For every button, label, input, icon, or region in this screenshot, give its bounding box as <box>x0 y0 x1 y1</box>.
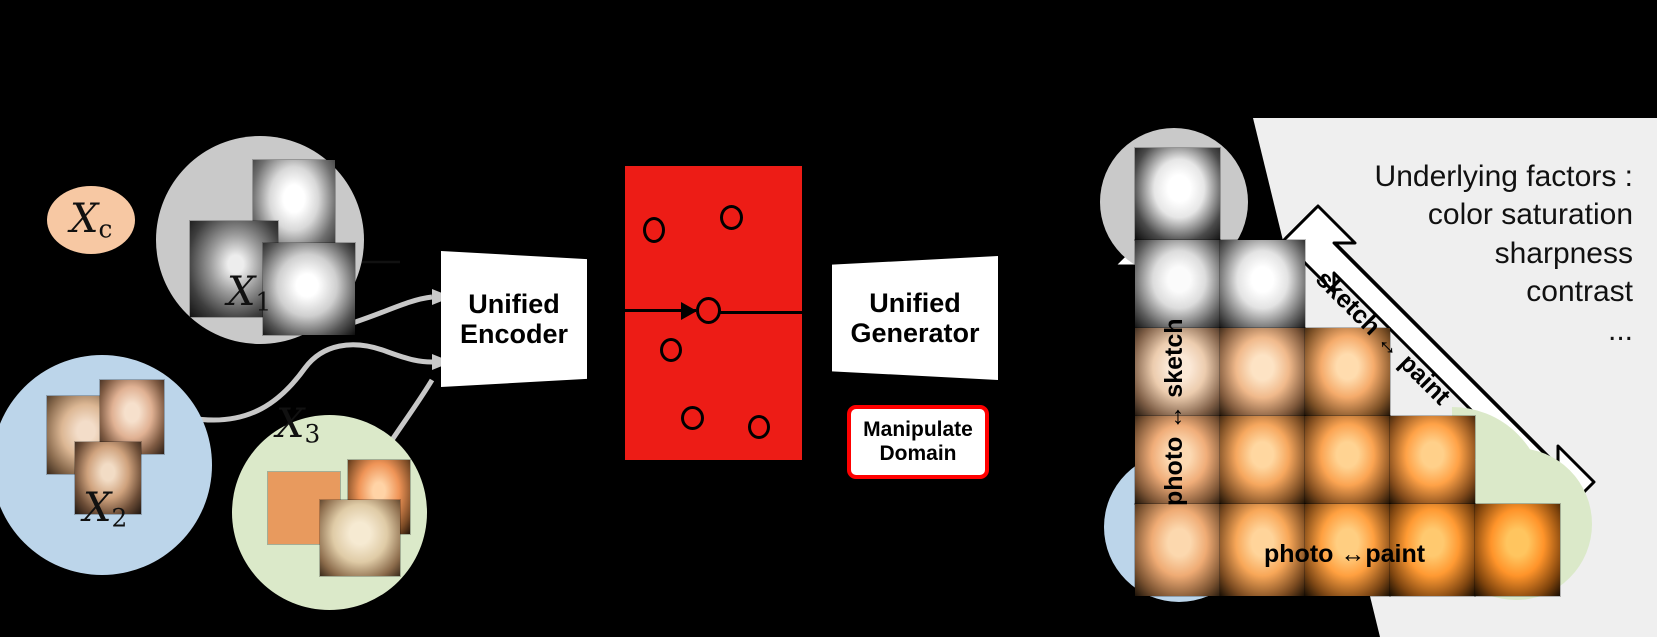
manipulate-line-2: Domain <box>879 442 957 465</box>
result-cell-r5c5 <box>1475 504 1560 596</box>
factors-item-1: sharpness <box>1494 236 1633 270</box>
label-x: X <box>83 485 112 531</box>
axis-label-photo-sketch: photo ↔ sketch <box>1160 318 1188 506</box>
result-cell-r4c1 <box>1135 416 1220 504</box>
result-cell-r4c2 <box>1220 416 1305 504</box>
result-cell-r5c4 <box>1390 504 1475 596</box>
face-photo-2 <box>100 380 164 454</box>
result-cell-r5c1 <box>1135 504 1220 596</box>
label-x: X <box>276 401 305 447</box>
result-cell-r3c2 <box>1220 328 1305 416</box>
result-cell-r4c4 <box>1390 416 1475 504</box>
latent-point <box>681 406 704 430</box>
generator-line-1: Unified <box>869 287 961 318</box>
manipulate-line-1: Manipulate <box>863 417 973 441</box>
axis-label-photo-paint: photo ↔paint <box>1264 540 1426 568</box>
domain-label-x3: X3 <box>276 404 320 447</box>
result-cell-r4c3 <box>1305 416 1390 504</box>
factors-item-0: color saturation <box>1427 198 1633 232</box>
latent-point-selected <box>696 297 721 324</box>
label-sub: 2 <box>111 503 128 533</box>
result-cell-r5c3 <box>1305 504 1390 596</box>
traversal-line-right <box>718 311 803 314</box>
result-cell-r2c2 <box>1220 240 1305 328</box>
label-x: X <box>70 196 99 242</box>
label-sub: 1 <box>255 287 272 317</box>
result-cell-r2c1 <box>1135 240 1220 328</box>
factors-item-2: contrast <box>1526 275 1633 309</box>
encoder-line-1: Unified <box>468 288 560 319</box>
encoder-line-2: Encoder <box>459 319 569 349</box>
label-sub: 3 <box>304 419 321 449</box>
face-sketch-3 <box>263 243 355 335</box>
domain-label-xc: Xc <box>70 199 112 242</box>
face-sketch-2 <box>190 221 278 317</box>
latent-point <box>748 415 770 439</box>
label-x: X <box>227 269 256 315</box>
generator-line-2: Generator <box>850 318 980 348</box>
latent-point <box>660 338 682 362</box>
factors-item-3: ... <box>1607 313 1633 347</box>
face-photo-3 <box>75 442 141 514</box>
result-cell-r1c1 <box>1135 148 1220 240</box>
latent-point <box>720 205 743 230</box>
result-cell-r3c3 <box>1305 328 1390 416</box>
domain-circle-xc <box>47 186 135 254</box>
underlying-factors-panel: Underlying factors : color saturation sh… <box>1303 158 1633 350</box>
unified-generator-block[interactable]: Unified Generator <box>832 256 998 380</box>
factors-title: Underlying factors : <box>1374 160 1633 193</box>
domain-label-x2: X2 <box>83 488 127 531</box>
traversal-arrowhead <box>681 302 697 320</box>
label-sub: c <box>98 214 113 244</box>
manipulate-domain-badge[interactable]: Manipulate Domain <box>847 405 989 479</box>
result-cell-r3c1 <box>1135 328 1220 416</box>
traversal-line-left <box>625 309 696 312</box>
unified-encoder-block[interactable]: Unified Encoder <box>441 251 587 387</box>
domain-label-x1: X1 <box>227 272 271 315</box>
latent-point <box>643 217 665 243</box>
result-cell-r5c2 <box>1220 504 1305 596</box>
face-paint-3 <box>320 500 400 576</box>
